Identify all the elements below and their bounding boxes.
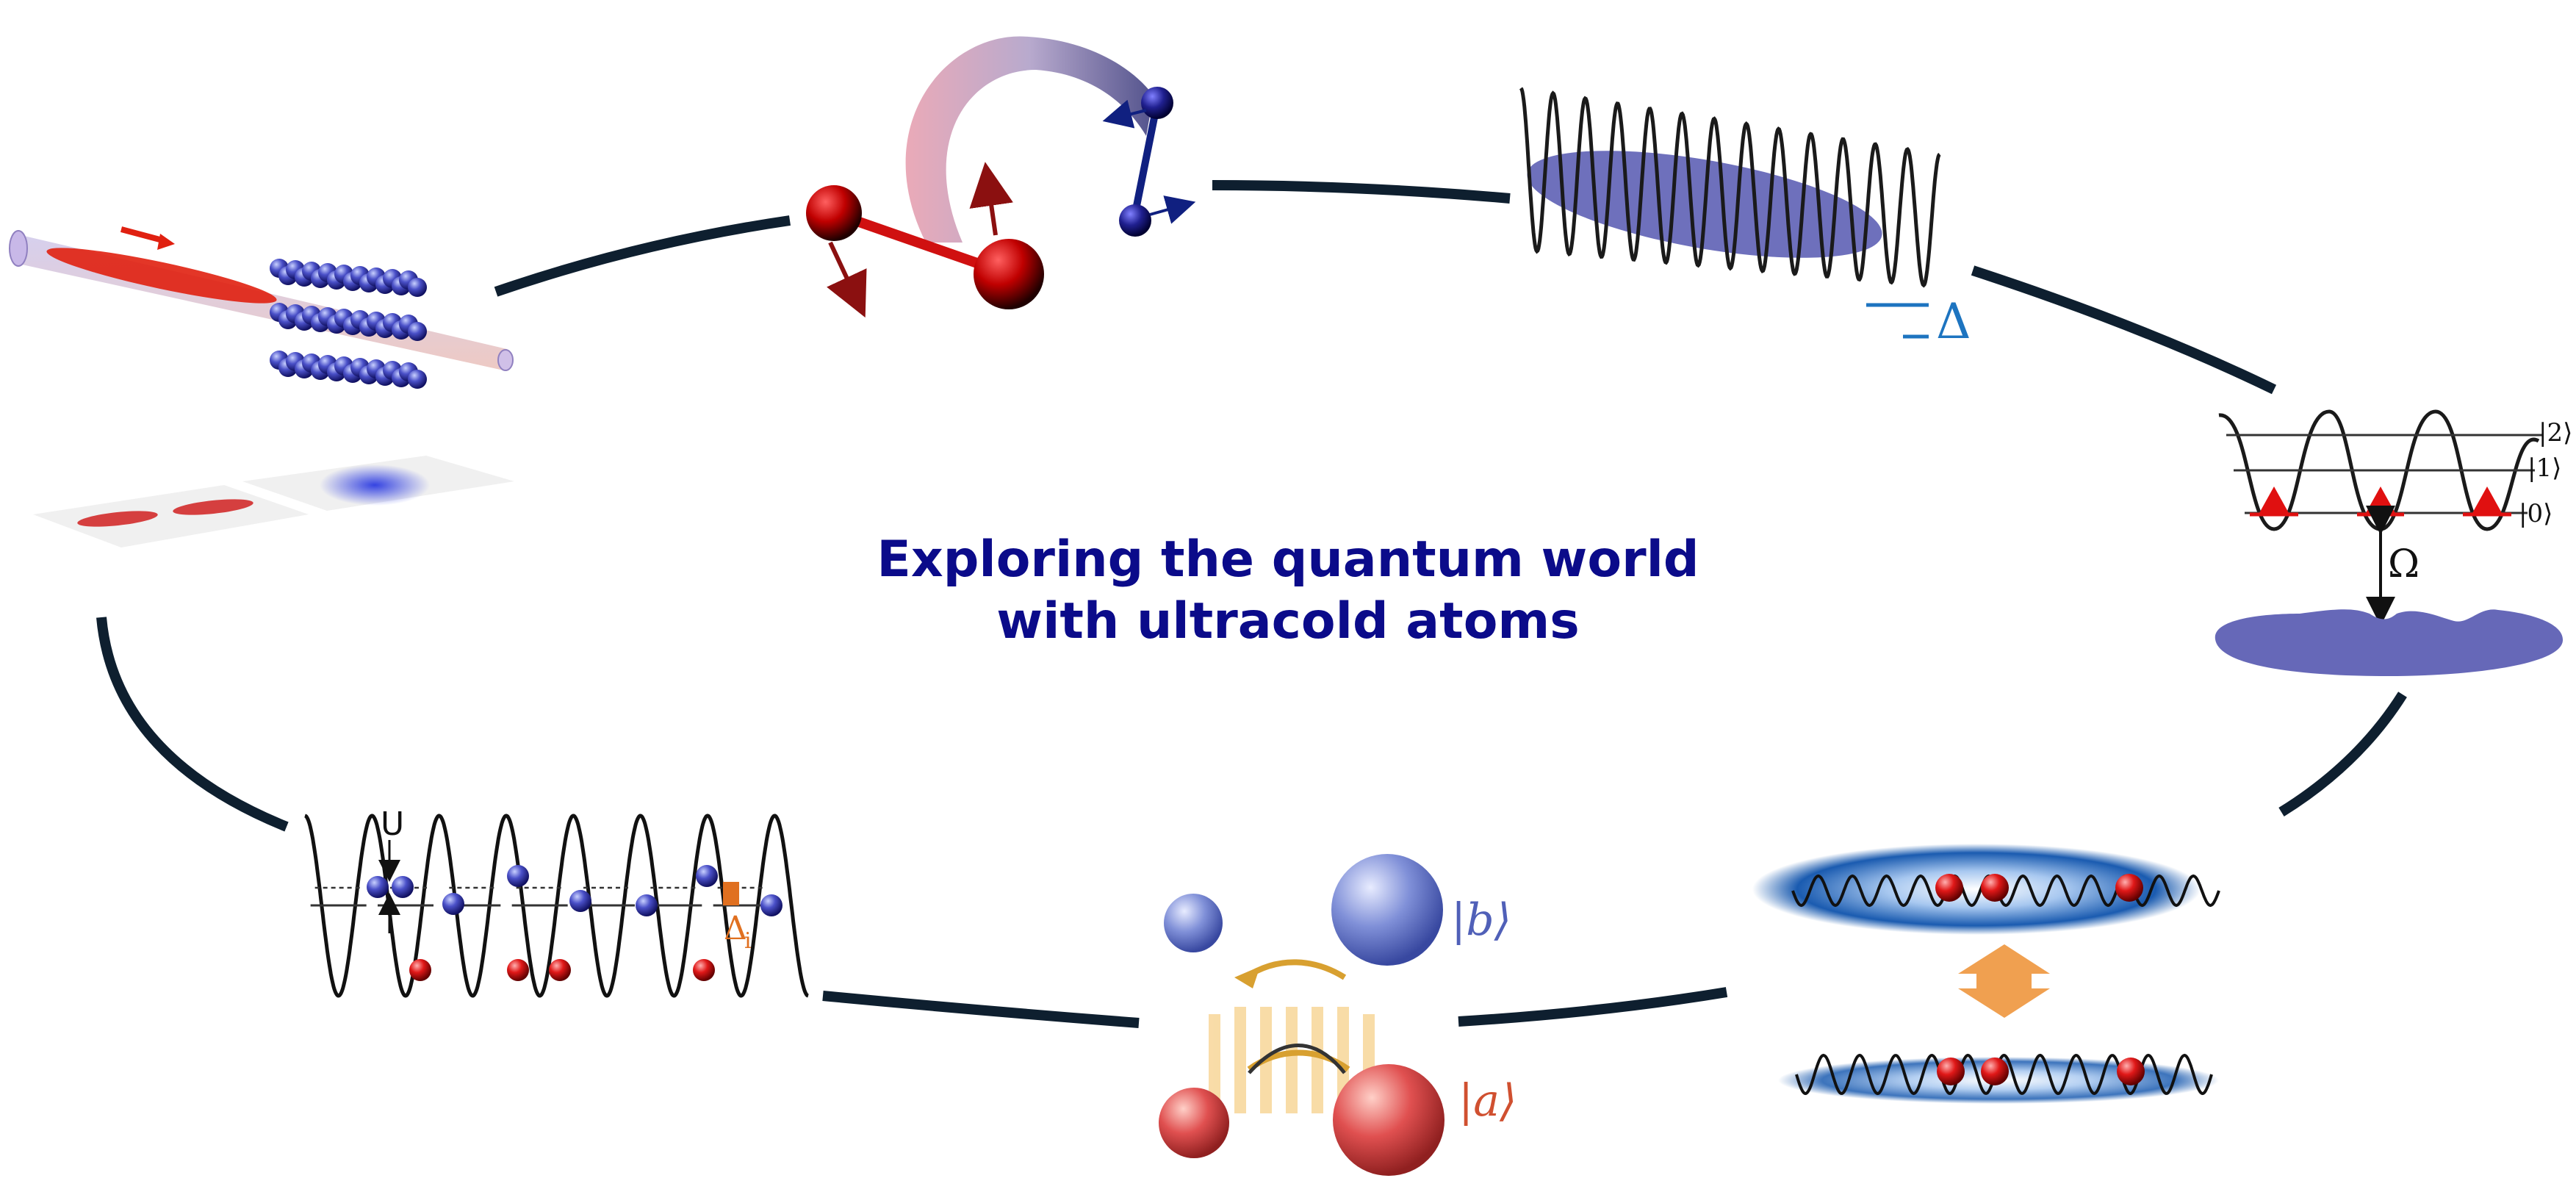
lattice-atom: [760, 894, 782, 916]
lattice-atom: [569, 890, 591, 912]
navy-atom-bottom: [1119, 204, 1151, 237]
condensate-disc: [2215, 609, 2564, 676]
lattice-atom: [549, 959, 571, 981]
panel-molecule-rotation: [806, 36, 1196, 318]
absorption-image-blue: [242, 456, 514, 511]
title-line-2: with ultracold atoms: [996, 592, 1580, 650]
delta-marker: [1866, 303, 1929, 339]
interaction-beams: [1209, 1007, 1375, 1113]
cloud-top: [1752, 844, 2201, 935]
atom-a-large: [1333, 1064, 1444, 1176]
ring-segment-bottom-left: [822, 991, 1140, 1028]
lattice-atom: [636, 894, 658, 916]
atom-array-blue: [270, 259, 427, 389]
ket-a-label: |a⟩: [1458, 1075, 1517, 1127]
panel-atoms-in-optical-trap: [9, 226, 514, 547]
blue-atom: [408, 278, 427, 297]
ring-segment-top-middle: [1212, 180, 1511, 204]
blue-atom: [408, 370, 427, 389]
panel-lattice-superposition: [1752, 844, 2220, 1104]
atom-a-small: [1159, 1088, 1229, 1158]
lattice-atom: [507, 959, 529, 981]
atom-b-small: [1164, 894, 1223, 952]
panel-triple-well-levels: |2⟩ |1⟩ |0⟩ Ω: [2215, 409, 2572, 676]
ring-segment-top-left: [494, 215, 791, 297]
red-atom-small: [806, 185, 862, 241]
red-atom-large: [974, 239, 1044, 309]
omega-label: Ω: [2388, 542, 2420, 586]
title-line-1: Exploring the quantum world: [877, 531, 1699, 589]
interaction-u-label: U: [381, 805, 404, 843]
atom-b-large: [1331, 854, 1443, 966]
ring-segment-left: [96, 617, 289, 832]
lattice-atom: [409, 959, 431, 981]
ket1-label: |1⟩: [2528, 453, 2561, 483]
offset-label: Δ: [724, 910, 747, 947]
ring-segment-top-right: [1971, 265, 2277, 395]
ket2-label: |2⟩: [2539, 418, 2572, 448]
lattice-atom: [696, 865, 718, 887]
chirped-wave: [1519, 87, 1941, 288]
lattice-atom: [367, 876, 389, 898]
central-title: Exploring the quantum world with ultraco…: [847, 529, 1729, 653]
lattice-wave-top: [1791, 874, 2220, 908]
panel-hubbard-lattice: U Δ i: [304, 805, 809, 998]
panel-detuned-lattice-wave: Δ: [1519, 87, 1971, 350]
lattice-atom: [693, 959, 715, 981]
blue-atom: [408, 322, 427, 341]
ring-segment-right: [2278, 692, 2407, 816]
lattice-atom: [392, 876, 414, 898]
delta-label: Δ: [1936, 293, 1971, 350]
ket0-label: |0⟩: [2519, 499, 2552, 528]
absorption-image-red: [33, 485, 309, 547]
swap-double-arrow: [1958, 944, 2050, 1018]
navy-atom-top: [1141, 87, 1173, 119]
ket-b-label: |b⟩: [1451, 894, 1511, 946]
panel-two-state-atom-interaction: |b⟩ |a⟩: [1159, 854, 1517, 1176]
lattice-atom: [507, 865, 529, 887]
ring-path: [96, 180, 2407, 1028]
lattice-atom: [442, 893, 464, 915]
offset-marker: [723, 882, 739, 905]
ring-segment-bottom-right: [1458, 987, 1728, 1027]
offset-label-subscript: i: [744, 928, 752, 954]
